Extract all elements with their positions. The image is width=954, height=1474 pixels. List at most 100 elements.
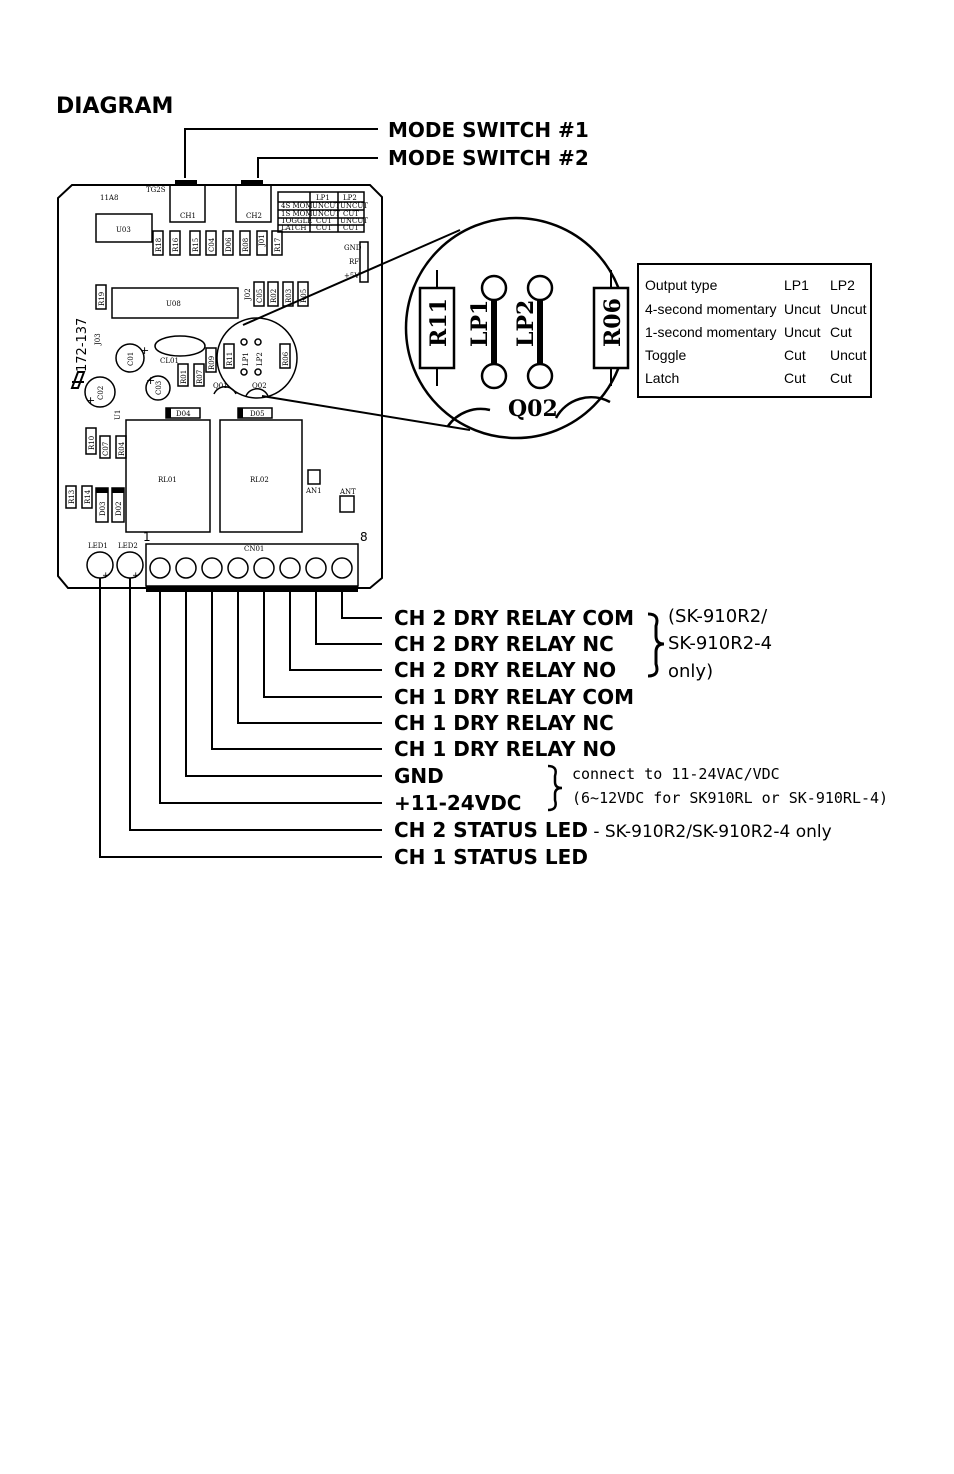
pcb-label: D02 <box>115 501 123 516</box>
pcb-label: D06 <box>225 237 233 252</box>
ch2-status-led-text: CH 2 STATUS LED <box>394 818 588 842</box>
pcb-label: U1 <box>114 410 122 420</box>
label-ch2-status-led: CH 2 STATUS LED - SK-910R2/SK-910R2-4 on… <box>394 818 832 842</box>
pcb-label: RF <box>349 258 359 266</box>
label-ch1-status-led: CH 1 STATUS LED <box>394 845 588 869</box>
mini-table-cell: CUT <box>343 224 359 232</box>
resistor-r07 <box>193 363 205 387</box>
relay-rl02 <box>219 419 303 533</box>
chip-u03 <box>95 213 153 243</box>
mini-table-cell: 4S MOM <box>281 202 313 210</box>
output-type-table: Output type LP1 LP2 4-second momentary U… <box>637 263 872 398</box>
table-cell: Uncut <box>830 301 867 317</box>
pcb-label: C03 <box>155 381 163 395</box>
pcb-label: R19 <box>98 292 106 306</box>
ch2-only-note-line2: SK-910R2-4 <box>668 633 772 654</box>
leader-ch2-no <box>289 592 382 671</box>
label-gnd: GND <box>394 764 444 788</box>
mini-table-cell: 1S MOM <box>281 210 313 218</box>
label-power: +11-24VDC <box>394 791 521 815</box>
pcb-label: D05 <box>250 410 265 418</box>
mini-table-cell: CUT <box>316 217 332 225</box>
zoom-transistor-right <box>554 396 611 419</box>
pcb-label: R17 <box>274 238 282 252</box>
power-note-line2: (6~12VDC for SK910RL or SK-910RL-4) <box>572 789 888 807</box>
lp2-bottom-pad <box>526 362 554 390</box>
zoom-connector-top <box>242 229 461 326</box>
resistor-r13 <box>65 485 77 509</box>
zoom-transistor-left <box>446 407 491 427</box>
lp1-top-pad <box>480 274 508 302</box>
pcb-label: LED2 <box>118 542 138 550</box>
pad <box>240 368 248 376</box>
label-ch1-com: CH 1 DRY RELAY COM <box>394 685 634 709</box>
mini-table-cell: TOGGLE <box>281 217 312 225</box>
zoom-connector-bottom <box>261 395 471 431</box>
terminal-pin-1: 1 <box>143 530 151 544</box>
terminal-leaders <box>99 578 382 858</box>
pcb-label: CN01 <box>244 545 264 553</box>
table-cell: Cut <box>784 347 806 363</box>
mode-switch-1-leader <box>184 128 378 178</box>
cap-c05 <box>253 281 265 307</box>
pcb-label: C02 <box>97 386 105 400</box>
pcb-label: +5V <box>344 272 360 280</box>
pcb-label: GND <box>344 244 362 252</box>
table-cell: Latch <box>645 370 679 386</box>
mini-table-cell: LATCH <box>281 224 306 232</box>
zoom-resistor-r11 <box>418 286 456 370</box>
pcb-label: 172-137 <box>75 318 90 372</box>
antenna-pad-an1 <box>307 469 321 485</box>
ch2-only-brace <box>647 612 665 678</box>
resistor-r06-small <box>279 343 291 369</box>
mode-switch-2-cap <box>241 180 263 186</box>
pcb-label: R09 <box>208 356 216 370</box>
polarity-plus: + <box>102 571 110 581</box>
pcb-label: R15 <box>192 238 200 252</box>
pad <box>254 338 262 346</box>
resistor-r09 <box>205 347 217 373</box>
pcb-label: U08 <box>166 300 181 308</box>
label-ch1-no: CH 1 DRY RELAY NO <box>394 737 616 761</box>
leader-ch1-led <box>99 578 382 858</box>
pcb-label: R05 <box>300 289 308 303</box>
resistor-r05 <box>297 281 309 307</box>
pad <box>254 368 262 376</box>
pcb-label: RL01 <box>158 476 177 484</box>
leader-ch2-com <box>341 592 382 619</box>
pcb-label: R08 <box>242 238 250 252</box>
chip-u08 <box>111 287 239 319</box>
resistor-row-top <box>152 230 283 256</box>
pcb-label: CH1 <box>180 212 196 220</box>
transistor-q01 <box>213 386 237 395</box>
pcb-label: R03 <box>285 289 293 303</box>
power-brace <box>547 764 563 812</box>
leader-ch1-no <box>211 592 382 750</box>
resistor-r11-small <box>223 343 235 369</box>
pcb-label: C05 <box>256 289 264 303</box>
table-cell: Uncut <box>784 301 821 317</box>
mini-table-cell: UNCUT <box>340 217 368 225</box>
table-cell: Uncut <box>830 347 867 363</box>
ch2-only-note-line3: only) <box>668 661 713 682</box>
table-cell: 1-second momentary <box>645 324 777 340</box>
pcb-label: J01 <box>258 234 266 247</box>
antenna-pad-ant <box>339 495 355 513</box>
pcb-label: LP1 <box>242 352 250 366</box>
mini-table-cell: UNCUT <box>340 202 368 210</box>
pcb-label: Q02 <box>252 382 267 390</box>
ch2-status-led-note: - SK-910R2/SK-910R2-4 only <box>588 822 832 842</box>
table-header-lp2: LP2 <box>830 277 855 293</box>
pcb-label: CL01 <box>160 357 179 365</box>
mode-switch-2-label: MODE SWITCH #2 <box>388 146 589 170</box>
pcb-label: LED1 <box>88 542 108 550</box>
label-ch2-nc: CH 2 DRY RELAY NC <box>394 632 614 656</box>
label-ch2-com: CH 2 DRY RELAY COM <box>394 606 634 630</box>
pcb-label: R06 <box>282 351 290 366</box>
capacitor-c02 <box>84 376 116 408</box>
leader-ch2-nc <box>315 592 382 645</box>
cap-c07 <box>99 435 111 459</box>
pcb-label: R07 <box>196 370 204 384</box>
mini-table-header: LP2 <box>343 194 357 202</box>
label-ch1-nc: CH 1 DRY RELAY NC <box>394 711 614 735</box>
